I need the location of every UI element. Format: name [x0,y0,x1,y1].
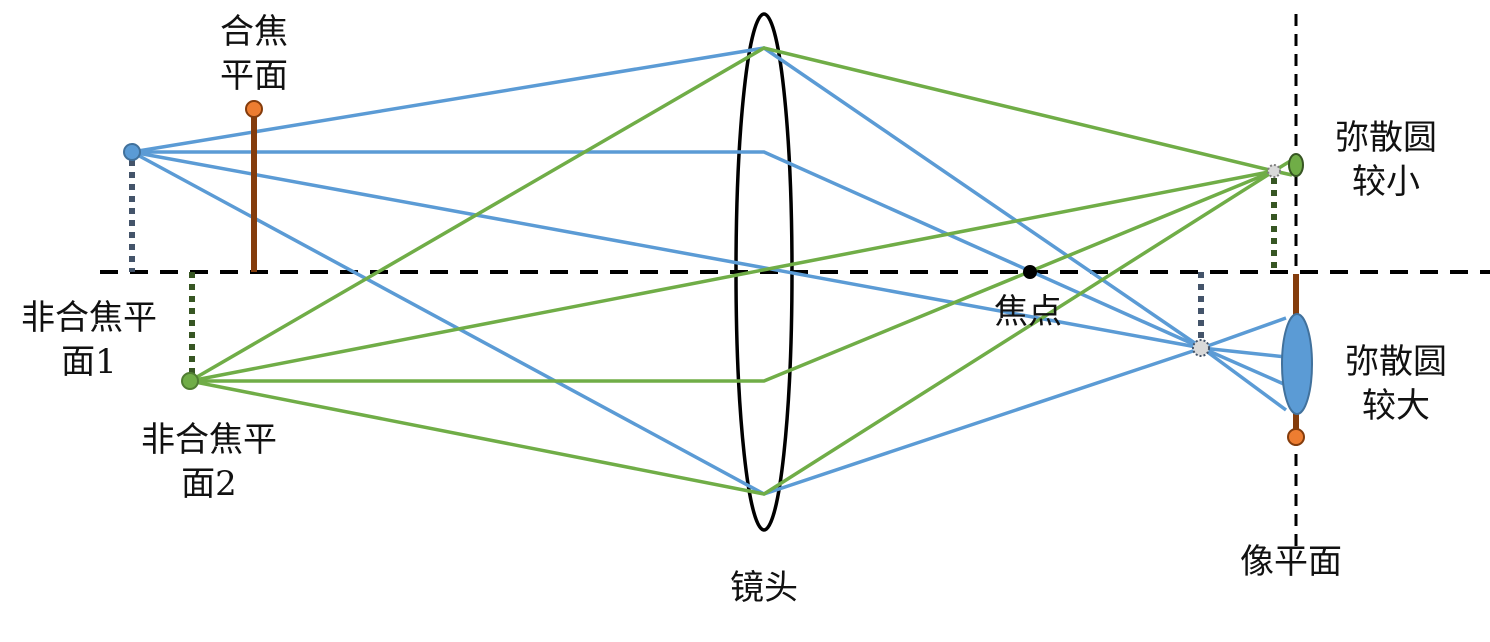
green-rays [189,46,1293,496]
defocus-plane-2-label: 非合焦平 面2 [141,420,277,504]
focus-plane-label: 合焦 平面 [220,12,288,96]
blue-image-point [1192,339,1210,357]
coc-large-ellipse [1281,313,1313,415]
lens-label: 镜头 [730,568,798,608]
green-object-point [181,372,199,390]
coc-small-label: 弥散圆 较小 [1335,118,1437,202]
coc-small-ellipse [1288,153,1304,177]
green-image-point [1267,164,1281,178]
focal-point [1023,265,1037,279]
coc-large-label: 弥散圆 较大 [1345,342,1447,426]
image-plane-point [1287,428,1305,446]
focal-point-label: 焦点 [994,292,1062,332]
blue-object-point [123,143,141,161]
image-plane-label: 像平面 [1240,542,1342,582]
focus-plane-point [245,100,263,118]
defocus-plane-1-label: 非合焦平 面1 [21,298,157,382]
